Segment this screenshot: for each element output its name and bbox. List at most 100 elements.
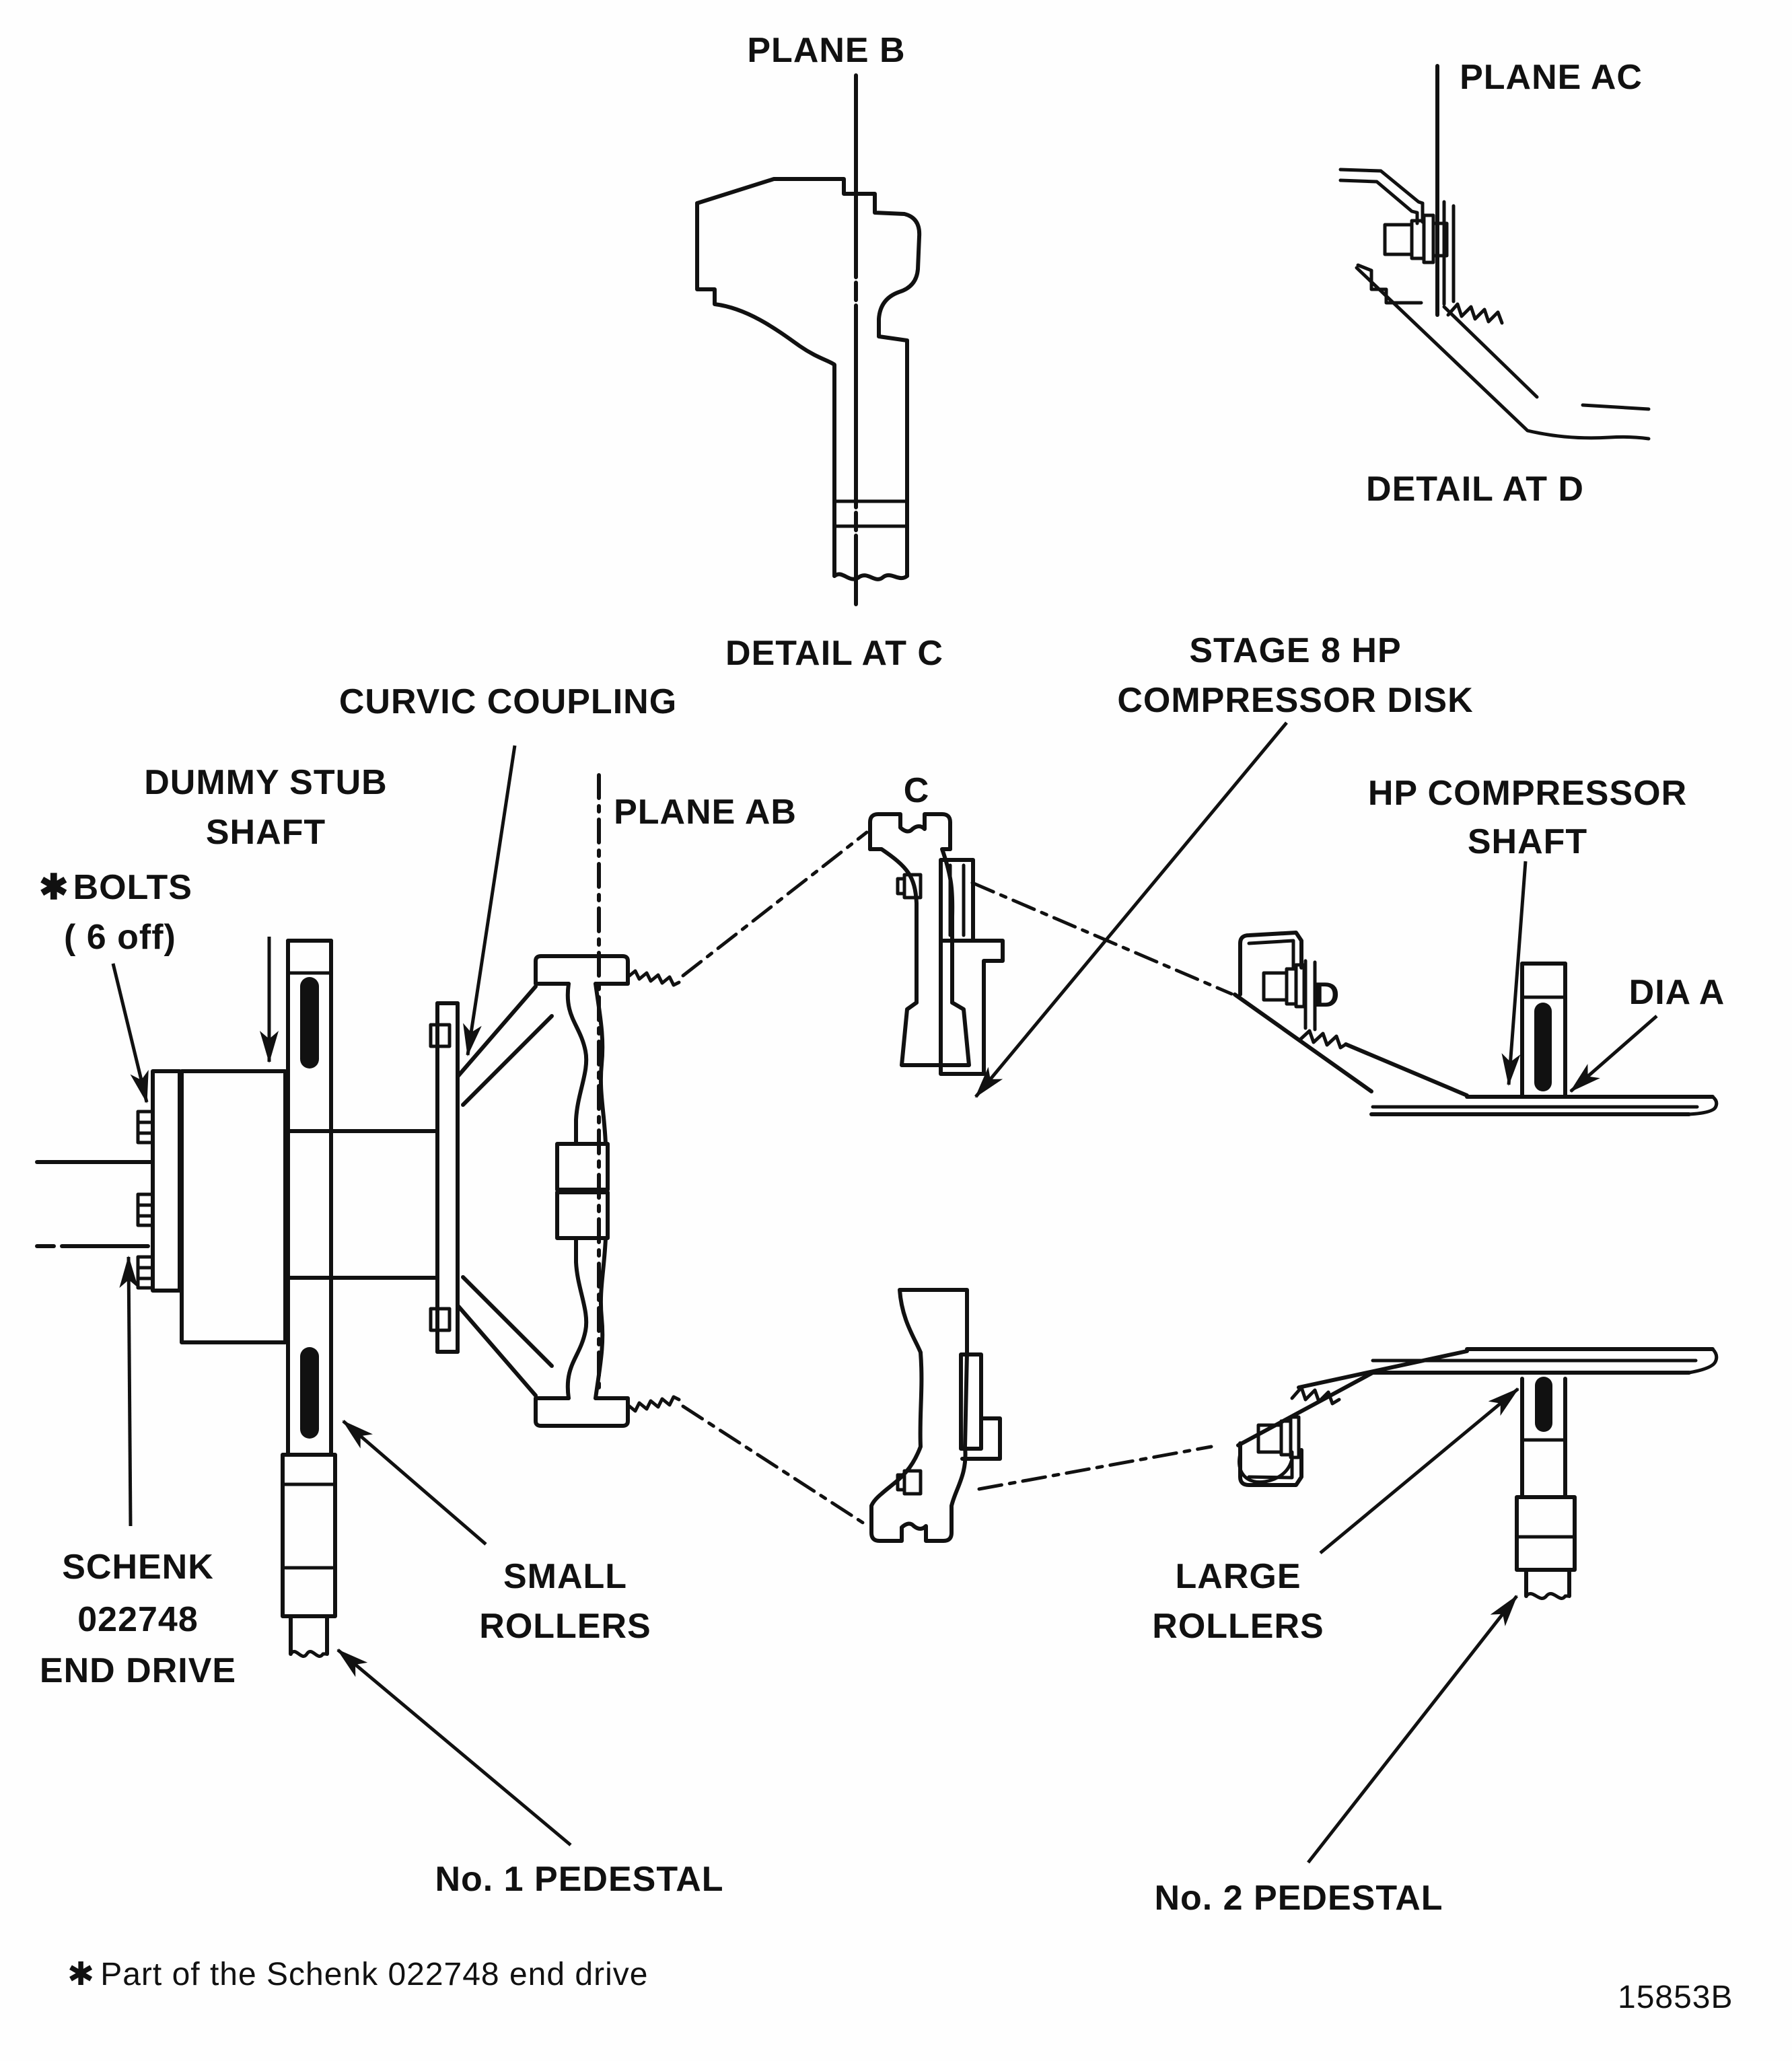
shaft-end-curl — [1687, 1347, 1719, 1375]
footnote-block: ✱Part of the Schenk 022748 end drive 158… — [67, 1957, 1733, 2015]
schenk-label-line3: END DRIVE — [40, 1651, 236, 1690]
stage8-label-line1: STAGE 8 HP — [1189, 631, 1401, 670]
cone-slope-upper — [1233, 992, 1373, 1093]
hp-shaft-lower-half — [1236, 1347, 1719, 1487]
large-rollers-label-line1: LARGE — [1176, 1557, 1301, 1596]
cone-slope-lower — [1344, 1042, 1469, 1097]
drive-bolt-2 — [136, 1192, 155, 1227]
detail-d-bolt-nut — [1431, 221, 1449, 258]
pedestal-1-assembly — [281, 939, 337, 1658]
drive-flange — [151, 1069, 182, 1293]
disk-web-left — [565, 982, 589, 1146]
schenk-label-line1: SCHENK — [62, 1548, 214, 1587]
bolts-label: ✱BOLTS — [39, 868, 192, 907]
detail-d-bolt-washer — [1410, 219, 1426, 260]
d-joint-serrations — [1290, 1385, 1341, 1406]
disk-rim — [534, 1396, 630, 1428]
stage8-disk-upper-half — [868, 812, 1005, 1076]
bolts-leader — [111, 963, 149, 1104]
detail-d-slope-inner — [1442, 305, 1539, 399]
large-roller-upper — [1534, 1003, 1552, 1091]
detail-c-label: DETAIL AT C — [725, 634, 943, 673]
disk-serrations — [626, 1395, 681, 1413]
small-roller-lower — [300, 1347, 319, 1439]
connector-d-lower — [977, 1445, 1213, 1491]
left-disk-upper-half — [456, 954, 681, 1192]
stage8-web-left — [868, 847, 919, 1005]
curvic-coupling-leader — [463, 745, 517, 1056]
drive-block — [180, 1069, 287, 1344]
stage8-rim — [868, 812, 952, 851]
d-joint-hook — [1238, 931, 1303, 997]
footnote-asterisk: ✱ — [67, 1957, 95, 1992]
disk-web-left — [565, 1236, 589, 1400]
curvic-coupling-flange — [429, 1001, 460, 1354]
d-joint-hook — [1238, 1441, 1303, 1487]
detail-d-bolt-head — [1383, 223, 1414, 256]
stage8-hub — [898, 1288, 969, 1354]
disk-arm-line-2 — [461, 1275, 554, 1368]
stage8-label-line2: COMPRESSOR DISK — [1117, 681, 1473, 720]
bolts-word: BOLTS — [73, 868, 192, 907]
d-joint-serrations — [1298, 1029, 1348, 1050]
footnote-text: ✱Part of the Schenk 022748 end drive — [67, 1957, 648, 1992]
detail-d-view: PLANE AC DETAIL AT D — [1338, 58, 1651, 509]
disk-arm-line-1 — [456, 984, 538, 1079]
d-joint-bolt-plate — [1294, 963, 1306, 1009]
stage8-hub — [900, 1001, 971, 1067]
curvic-teeth-upper — [429, 1023, 452, 1048]
bolts-asterisk: ✱ — [39, 868, 69, 907]
spacer-box — [959, 1352, 983, 1451]
detail-d-slope-outer — [1355, 266, 1651, 441]
dia-a-leader — [1569, 1015, 1658, 1093]
detail-d-lower-edge — [1581, 403, 1651, 411]
dummy-stub-shaft-label-line1: DUMMY STUB — [144, 763, 387, 802]
disk-rim — [534, 954, 630, 986]
stage8-spacer-upper — [939, 858, 1005, 1076]
left-disk-lower-half — [456, 1190, 681, 1428]
stage8-balance-bolt — [896, 873, 923, 900]
disk-hub — [555, 1190, 610, 1240]
d-joint-bolt-plate — [1289, 1415, 1301, 1459]
pedestal2-box — [1515, 1495, 1577, 1572]
spacer-bracket — [939, 939, 1005, 1076]
cone-slope-lower — [1236, 1371, 1375, 1447]
connector-c-upper — [681, 830, 869, 978]
figure-number: 15853B — [1618, 1980, 1733, 2015]
schenk-end-drive-assembly — [35, 1069, 439, 1344]
bolts-qty-label: ( 6 off) — [64, 918, 176, 957]
bolt-body — [136, 1110, 155, 1145]
hp-compressor-shaft-label-line2: SHAFT — [1468, 822, 1587, 861]
pedestal1-leader — [336, 1649, 572, 1846]
drive-bolt-1 — [136, 1110, 155, 1145]
d-joint-hook-inner — [1247, 939, 1295, 970]
stage8-rim — [869, 1504, 954, 1543]
plane-ac-label: PLANE AC — [1460, 58, 1643, 97]
pedestal1-box — [281, 1453, 337, 1618]
disk-arm-line-2 — [461, 1014, 554, 1107]
hp-shaft-leader — [1501, 861, 1528, 1086]
cone-slope-upper — [1297, 1349, 1469, 1389]
bolt-cap — [896, 877, 906, 896]
small-rollers-label-line2: ROLLERS — [479, 1607, 651, 1646]
large-rollers-label-line2: ROLLERS — [1152, 1607, 1324, 1646]
large-rollers-leader — [1319, 1387, 1519, 1554]
large-roller-lower — [1535, 1377, 1552, 1432]
spacer-box — [939, 858, 975, 943]
plane-b-label: PLANE B — [747, 31, 905, 70]
stage8-disk-lower-half — [869, 1288, 1002, 1543]
stage8-web-left — [869, 1350, 924, 1508]
curvic-teeth-lower — [429, 1307, 452, 1332]
bolt-body — [136, 1192, 155, 1227]
hp-shaft-upper-half — [1233, 931, 1719, 1116]
main-labels: CURVIC COUPLING DUMMY STUB SHAFT ✱BOLTS … — [39, 631, 1724, 1918]
connector-c-lower — [681, 1404, 870, 1528]
d-joint-bolt-head — [1262, 971, 1289, 1002]
pedestal-2-assembly — [1515, 962, 1577, 1600]
disk-hub — [555, 1142, 610, 1192]
footnote-body: Part of the Schenk 022748 end drive — [100, 1957, 648, 1992]
curvic-coupling-label: CURVIC COUPLING — [339, 682, 677, 721]
stage8-leader — [974, 721, 1288, 1098]
